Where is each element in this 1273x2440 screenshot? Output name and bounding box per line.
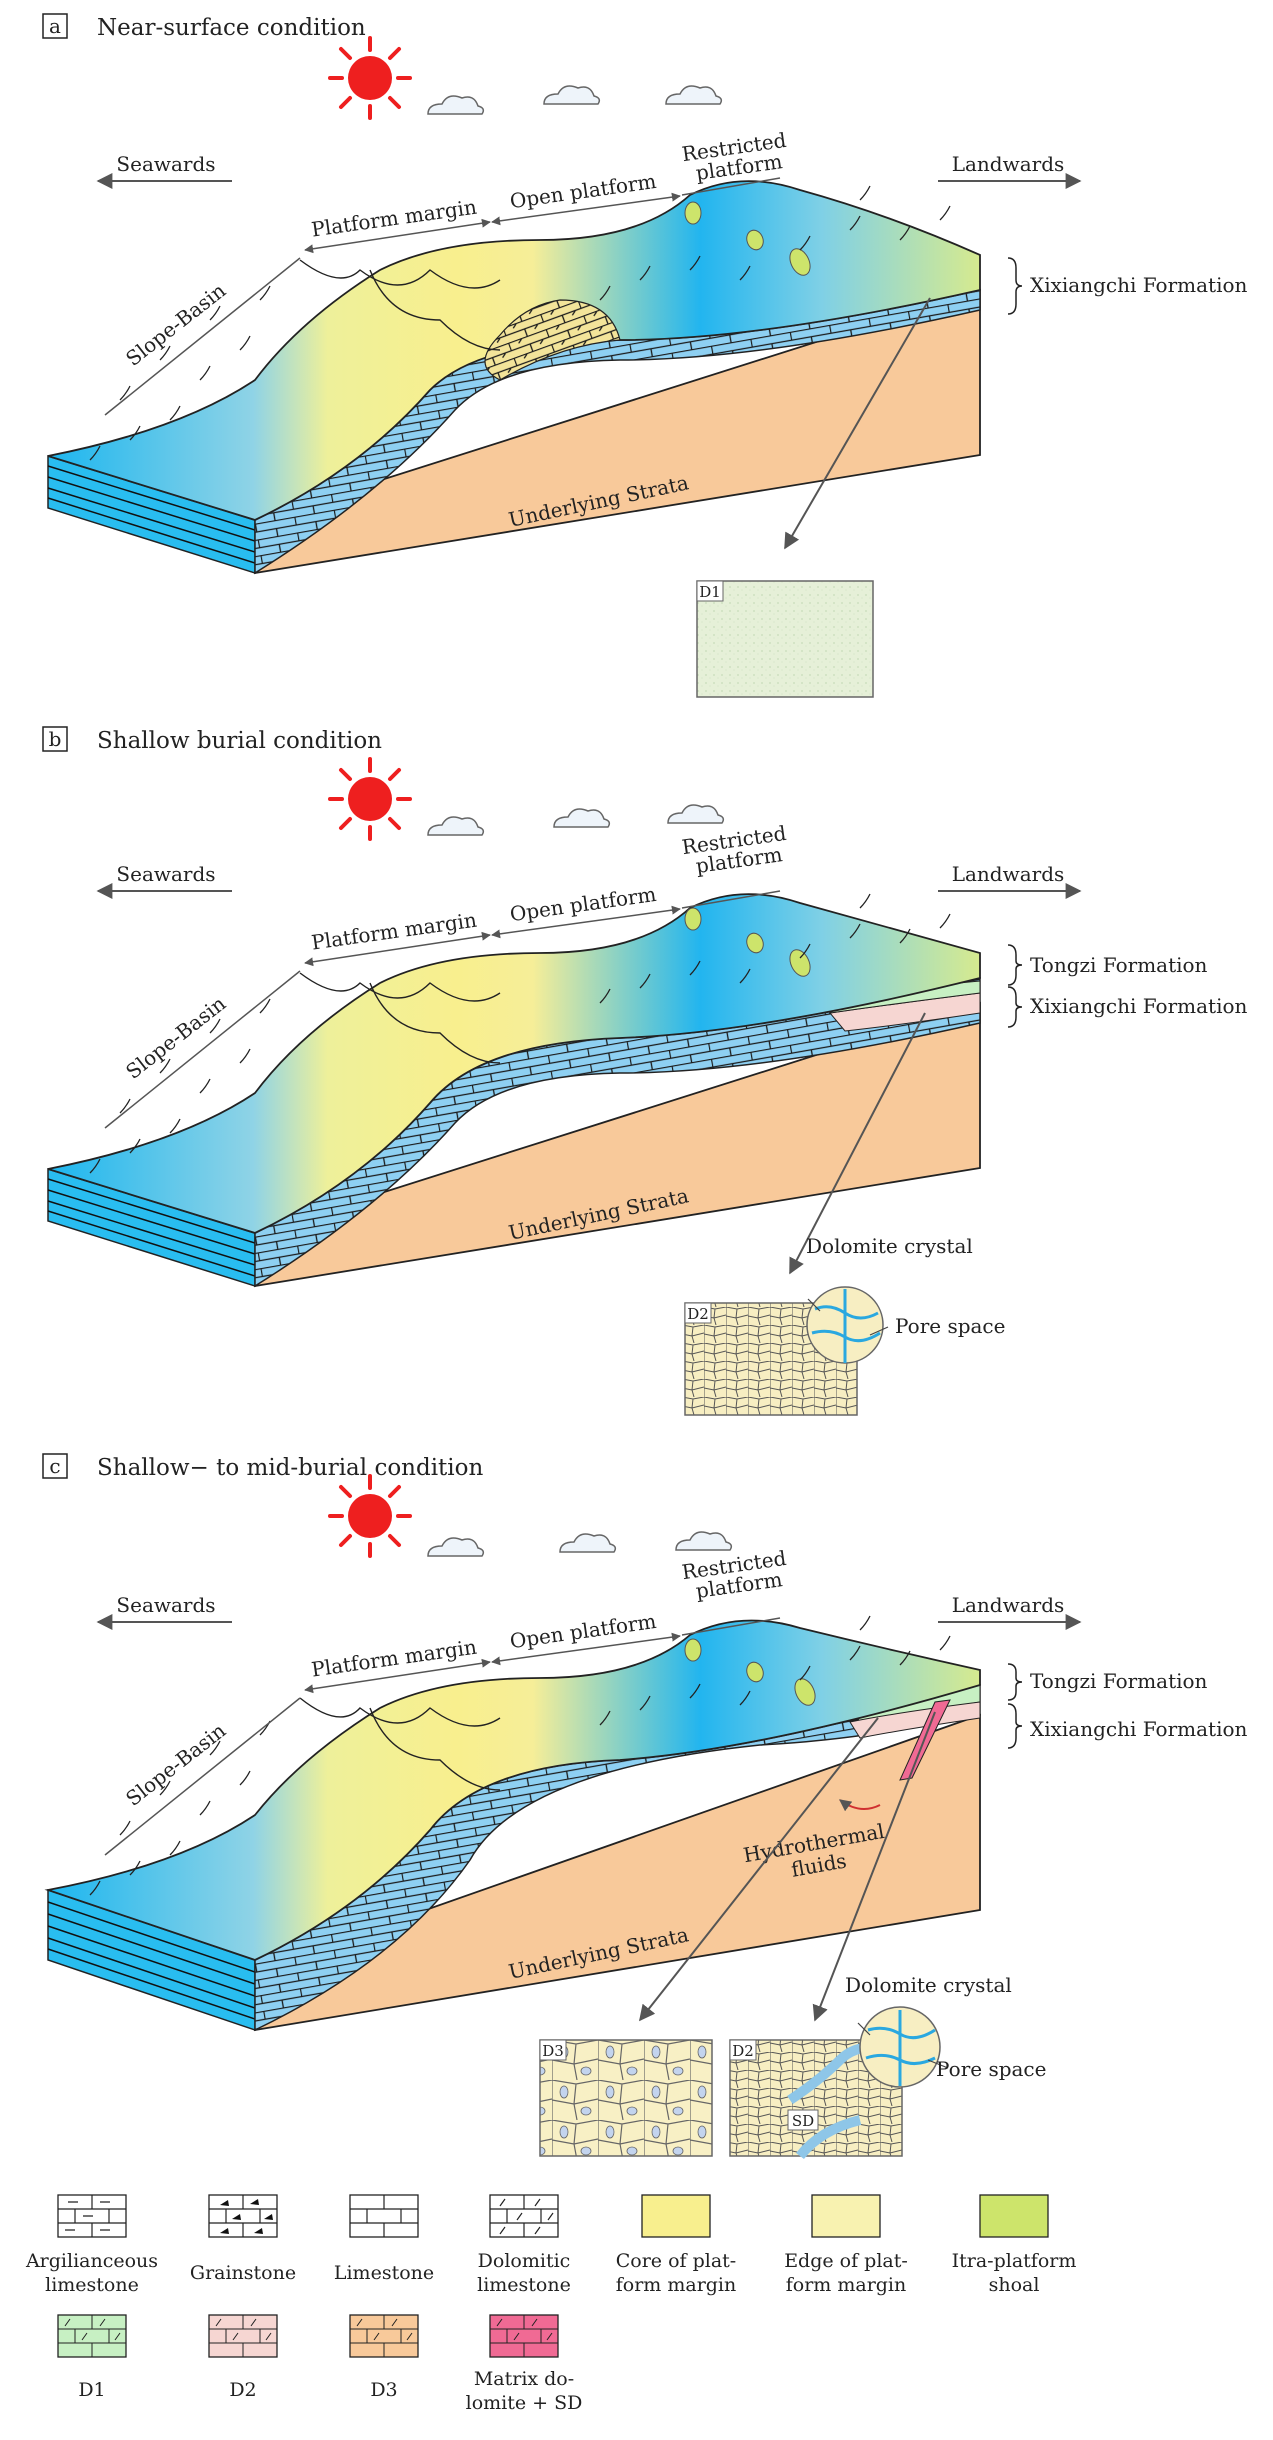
sd-label: SD <box>792 2112 814 2130</box>
surface-ticks <box>89 185 951 461</box>
inset-d3 <box>539 2039 713 2157</box>
legend-swatch-grain <box>208 2194 278 2238</box>
callout-pore: Pore space <box>936 2057 1046 2081</box>
cloud-icon <box>427 85 723 115</box>
sun-icon <box>328 1474 412 1558</box>
legend: Argilianceous limestone Grainstone Limes… <box>25 2194 1077 2414</box>
legend-label: limestone <box>477 2274 571 2296</box>
legend-swatch-d3 <box>349 2314 419 2358</box>
legend-swatch-d1 <box>57 2314 127 2358</box>
inset-d1 <box>696 580 874 698</box>
legend-swatch-shoal <box>979 2194 1049 2238</box>
platform-margin-label: Platform margin <box>310 1635 479 1682</box>
landwards-label: Landwards <box>952 152 1065 176</box>
seawards-label: Seawards <box>116 152 215 176</box>
seawards-label: Seawards <box>116 862 215 886</box>
legend-label: form margin <box>786 2274 907 2296</box>
legend-label: D2 <box>229 2379 256 2401</box>
panel-title: Shallow burial condition <box>97 728 382 754</box>
seawards-label: Seawards <box>116 1593 215 1617</box>
legend-label: Dolomitic <box>478 2250 571 2272</box>
panel-title: Shallow− to mid-burial condition <box>97 1455 484 1481</box>
sun-icon <box>328 757 412 841</box>
legend-label: limestone <box>45 2274 139 2296</box>
legend-label: Argilianceous <box>25 2250 158 2272</box>
legend-swatch-edge <box>811 2194 881 2238</box>
formation-label-top: Tongzi Formation <box>1030 953 1208 977</box>
inset-code: D2 <box>732 2042 754 2060</box>
dolomitic-margin <box>484 299 621 381</box>
panel-letter: a <box>49 14 61 38</box>
legend-label: Limestone <box>334 2262 434 2284</box>
slope-basin-label: Slope-Basin <box>121 1718 230 1811</box>
panel-b: b Shallow burial condition Seawards Land… <box>42 726 1248 1416</box>
panel-letter-box <box>42 13 68 39</box>
legend-swatch-lime <box>349 2194 419 2238</box>
open-platform-label: Open platform <box>508 169 657 213</box>
legend-label: Edge of plat- <box>784 2250 908 2272</box>
inset-code: D1 <box>699 583 721 601</box>
legend-label: D1 <box>78 2379 105 2401</box>
open-platform-label: Open platform <box>508 1609 657 1653</box>
inset-code: D2 <box>687 1305 709 1323</box>
legend-label: Grainstone <box>190 2262 296 2284</box>
legend-swatch-argil <box>57 2194 127 2238</box>
formation-label-top: Tongzi Formation <box>1030 1669 1208 1693</box>
legend-label: Itra-platform <box>952 2250 1077 2272</box>
cloud-icon <box>427 1531 733 1557</box>
legend-label: Core of plat- <box>616 2250 736 2272</box>
callout-dolomite: Dolomite crystal <box>845 1973 1012 1997</box>
shoal-patches <box>684 201 811 276</box>
landwards-label: Landwards <box>952 1593 1065 1617</box>
sun-icon <box>328 36 412 120</box>
inset-code: D3 <box>542 2042 564 2060</box>
legend-label: lomite + SD <box>466 2392 583 2414</box>
formation-label: Xixiangchi Formation <box>1030 273 1248 297</box>
cloud-icon <box>427 804 725 836</box>
slope-basin-label: Slope-Basin <box>121 278 230 371</box>
formation-label-bottom: Xixiangchi Formation <box>1030 994 1248 1018</box>
legend-swatch-matrix <box>489 2314 559 2358</box>
callout-pore: Pore space <box>895 1314 1005 1338</box>
legend-label: form margin <box>616 2274 737 2296</box>
panel-a: a Near-surface condition Seawards Landwa… <box>42 13 1248 698</box>
legend-swatch-core <box>641 2194 711 2238</box>
slope-basin-label: Slope-Basin <box>121 991 230 1084</box>
panel-title: Near-surface condition <box>97 15 366 41</box>
panel-letter: b <box>49 727 62 751</box>
formation-label-bottom: Xixiangchi Formation <box>1030 1717 1248 1741</box>
legend-label: D3 <box>370 2379 397 2401</box>
platform-margin-label: Platform margin <box>310 195 479 242</box>
landwards-label: Landwards <box>952 862 1065 886</box>
legend-label: Matrix do- <box>474 2368 574 2390</box>
platform-surface <box>47 180 981 521</box>
panel-c: c Shallow− to mid-burial condition Seawa… <box>42 1453 1248 2160</box>
legend-swatch-d2 <box>208 2314 278 2358</box>
legend-label: shoal <box>989 2274 1040 2296</box>
margin-core-outline <box>299 259 501 289</box>
platform-margin-label: Platform margin <box>310 908 479 955</box>
open-platform-label: Open platform <box>508 882 657 926</box>
panel-letter: c <box>49 1454 60 1478</box>
legend-swatch-dolo <box>489 2194 559 2238</box>
callout-dolomite: Dolomite crystal <box>806 1234 973 1258</box>
